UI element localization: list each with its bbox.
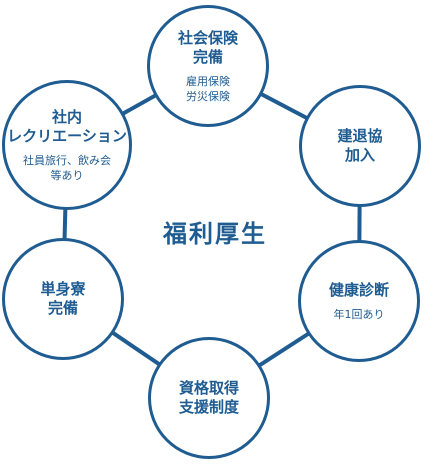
node-kenko-shindan: 健康診断 年1回あり — [298, 240, 420, 362]
node-recreation: 社内 レクリエーション 社員旅行、飲み会 等あり — [2, 80, 132, 210]
node-title: 単身寮 完備 — [40, 280, 86, 317]
node-subtitle: 雇用保険 労災保険 — [186, 74, 230, 103]
node-title: 健康診断 — [328, 280, 389, 299]
center-title: 福利厚生 — [163, 220, 267, 248]
node-title: 社内 レクリエーション — [7, 107, 127, 145]
node-shikaku-shien: 資格取得 支援制度 — [148, 337, 270, 459]
node-subtitle: 年1回あり — [333, 307, 385, 321]
node-shakai-hoken: 社会保険 完備 雇用保険 労災保険 — [147, 5, 269, 127]
node-title: 建退協 加入 — [337, 127, 383, 164]
node-title: 社会保険 完備 — [177, 28, 238, 66]
node-title: 資格取得 支援制度 — [178, 379, 239, 416]
node-tanshin-ryo: 単身寮 完備 — [2, 238, 124, 360]
node-kentaikyo: 建退協 加入 — [299, 85, 421, 207]
node-subtitle: 社員旅行、飲み会 等あり — [23, 153, 111, 182]
